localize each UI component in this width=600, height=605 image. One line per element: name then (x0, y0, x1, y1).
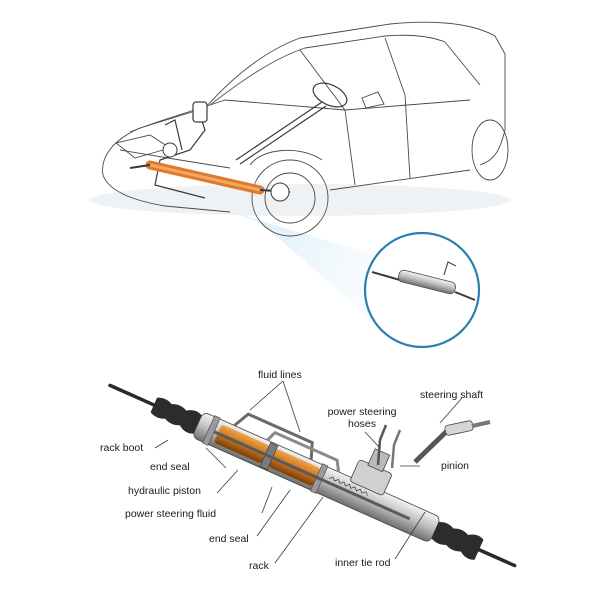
steering-column (154, 82, 348, 199)
rack-boot-right (431, 521, 484, 560)
label-end-seal-top: end seal (150, 461, 190, 473)
car-rack-highlight (129, 142, 291, 202)
rack-detail (108, 383, 517, 568)
label-end-seal-bottom: end seal (209, 533, 249, 545)
label-rack: rack (249, 560, 269, 572)
car-illustration (90, 21, 510, 320)
label-steering-shaft: steering shaft (420, 389, 484, 401)
label-inner-tie-rod: inner tie rod (335, 557, 391, 569)
steering-shaft-assembly (376, 420, 491, 469)
label-fluid-lines: fluid lines (258, 369, 302, 381)
label-power-steering-fluid: power steering fluid (125, 508, 217, 520)
label-pinion: pinion (441, 460, 470, 472)
label-power-steering-hoses: power steering hoses (327, 406, 397, 430)
label-rack-boot: rack boot (100, 442, 144, 454)
rack-boot-left (150, 397, 202, 434)
label-hydraulic-piston: hydraulic piston (128, 485, 201, 497)
zoom-inset (363, 231, 481, 349)
leader-lines (154, 380, 463, 564)
